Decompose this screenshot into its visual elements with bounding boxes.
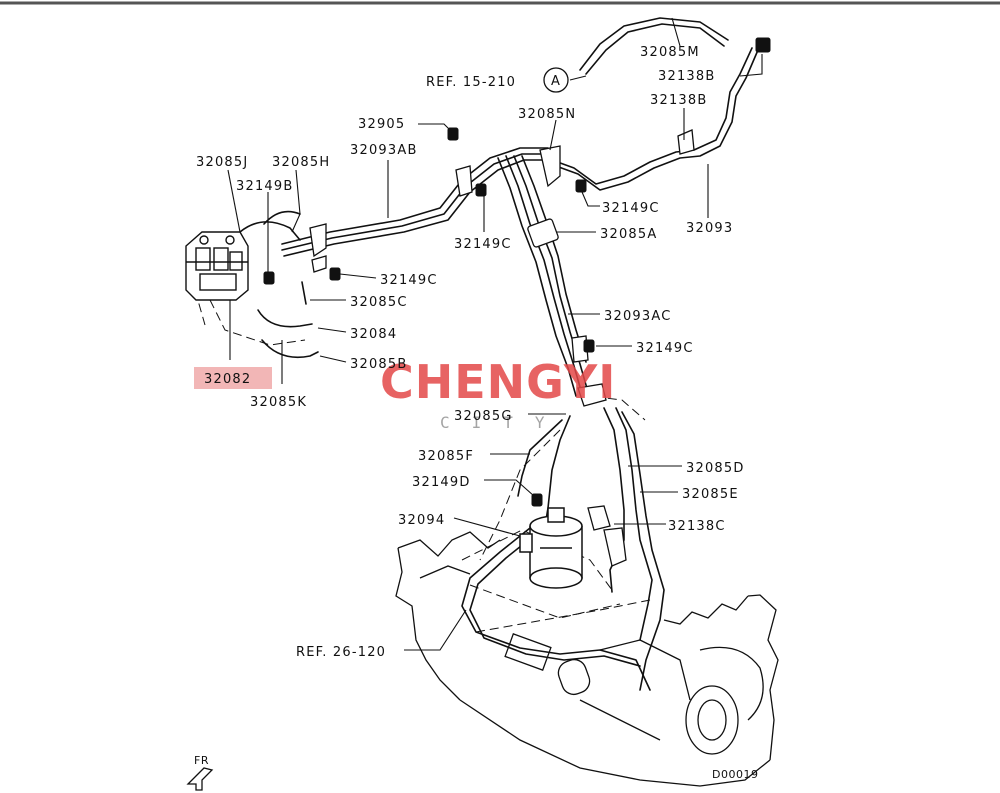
part-32085K[interactable]: 32085K [250,395,307,410]
part-32085N[interactable]: 32085N [518,107,576,122]
part-32085D[interactable]: 32085D [686,461,745,476]
diagram-code: D00019 [712,768,758,781]
direction-label: FR [194,754,209,767]
part-32093AB[interactable]: 32093AB [350,143,418,158]
part-32085J[interactable]: 32085J [196,155,248,170]
ref-circle [543,67,569,93]
part-32085C[interactable]: 32085C [350,295,408,310]
part-32094[interactable]: 32094 [398,513,445,528]
part-32149C-right[interactable]: 32149C [602,201,660,216]
engine-outline [395,531,779,787]
part-32149C-mid[interactable]: 32149C [454,237,512,252]
ref-top-circle-letter: A [551,74,561,89]
part-32085M[interactable]: 32085M [640,45,700,60]
part-32093[interactable]: 32093 [686,221,733,236]
leader-lines [227,17,763,651]
part-32093AC[interactable]: 32093AC [604,309,672,324]
part-32085H[interactable]: 32085H [272,155,330,170]
watermark-sub: CITY [440,413,567,432]
part-32085F[interactable]: 32085F [418,449,474,464]
part-32149C-lower[interactable]: 32149C [636,341,694,356]
part-32138B-lower[interactable]: 32138B [650,93,707,108]
part-highlight [194,367,272,389]
part-32149C-left[interactable]: 32149C [380,273,438,288]
part-32138C[interactable]: 32138C [668,519,726,534]
part-32085B[interactable]: 32085B [350,357,407,372]
part-32084[interactable]: 32084 [350,327,397,342]
front-arrow-icon [186,767,214,791]
part-32085A[interactable]: 32085A [600,227,657,242]
part-32082[interactable]: 32082 [204,372,251,387]
ref-top-label[interactable]: REF. 15-210 [426,75,516,90]
dashed-reference-lines [194,289,651,633]
part-32905[interactable]: 32905 [358,117,405,132]
part-32149B[interactable]: 32149B [236,179,293,194]
part-32085E[interactable]: 32085E [682,487,739,502]
part-32085G[interactable]: 32085G [454,409,513,424]
bolts [263,37,771,507]
ref-bottom-label[interactable]: REF. 26-120 [296,645,386,660]
part-32149D[interactable]: 32149D [412,475,471,490]
part-32138B-upper[interactable]: 32138B [658,69,715,84]
solenoid-valve-block [185,231,249,301]
canister [519,507,583,589]
watermark-main: CHENGYI [380,355,616,409]
